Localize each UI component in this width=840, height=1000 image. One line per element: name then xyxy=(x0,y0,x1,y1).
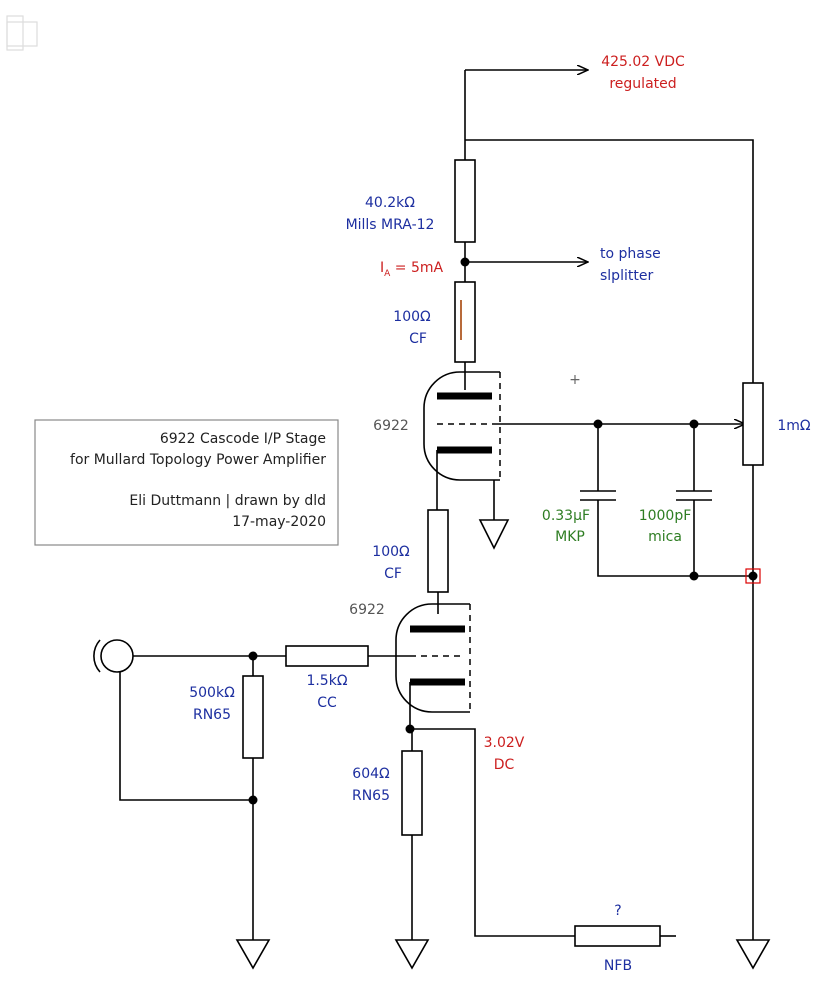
cathode-resistor-value: 604Ω xyxy=(352,766,390,782)
bias-potentiometer[interactable] xyxy=(742,382,764,466)
supply-note-label: regulated xyxy=(609,76,676,92)
anode-resistor-value: 40.2kΩ xyxy=(365,195,415,211)
ground-junction xyxy=(248,795,258,805)
supply-wires xyxy=(464,70,754,383)
title-date: 17-may-2020 xyxy=(232,514,326,530)
cathode-resistor[interactable] xyxy=(401,750,423,836)
grid-stopper-value: 1.5kΩ xyxy=(306,673,347,689)
capacitor-2[interactable] xyxy=(676,424,712,576)
input-jack-icon[interactable] xyxy=(93,639,134,673)
cathode-voltage-type: DC xyxy=(494,757,515,773)
junction-dot xyxy=(689,419,699,429)
anode-resistor-model: Mills MRA-12 xyxy=(346,217,435,233)
nfb-resistor[interactable] xyxy=(574,925,661,947)
supply-voltage-label: 425.02 VDC xyxy=(601,54,685,70)
cathode-voltage-value: 3.02V xyxy=(484,735,525,751)
selection-marker[interactable] xyxy=(745,568,761,584)
anode-current-label: IA = 5mA xyxy=(380,260,443,279)
tube-bottom-label: 6922 xyxy=(349,602,385,618)
tube-top-label: 6922 xyxy=(373,418,409,434)
title-line-1: 6922 Cascode I/P Stage xyxy=(160,431,326,447)
ground-symbol xyxy=(394,939,430,970)
cf-top-type: CF xyxy=(409,331,427,347)
potentiometer-value: 1mΩ xyxy=(777,418,811,434)
title-author: Eli Duttmann | drawn by dld xyxy=(129,493,326,509)
grid-leak-value: 500kΩ xyxy=(189,685,235,701)
nfb-label: NFB xyxy=(604,958,632,974)
cap1-type: MKP xyxy=(555,529,585,545)
cap2-type: mica xyxy=(648,529,682,545)
junction-dot xyxy=(593,419,603,429)
anode-resistor[interactable] xyxy=(454,159,476,243)
svg-text:+: + xyxy=(569,372,581,388)
nfb-value: ? xyxy=(614,903,621,919)
cap2-value: 1000pF xyxy=(639,508,692,524)
cf-resistor-bottom[interactable] xyxy=(427,509,449,593)
grid-stopper-resistor[interactable] xyxy=(285,645,369,667)
cf-bottom-value: 100Ω xyxy=(372,544,410,560)
corner-frame-icon xyxy=(6,15,38,51)
ground-symbol xyxy=(478,519,510,550)
cf-top-value: 100Ω xyxy=(393,309,431,325)
junction-dot xyxy=(689,571,699,581)
ground-symbol xyxy=(235,939,271,970)
grid-leak-type: RN65 xyxy=(193,707,231,723)
tube-top[interactable] xyxy=(423,371,501,481)
phase-out-label: to phase xyxy=(600,246,661,262)
cf-resistor-top[interactable] xyxy=(454,281,476,363)
grid-stopper-type: CC xyxy=(317,695,337,711)
title-line-2: for Mullard Topology Power Amplifier xyxy=(70,452,326,468)
title-block: 6922 Cascode I/P Stage for Mullard Topol… xyxy=(34,419,339,546)
cathode-resistor-type: RN65 xyxy=(352,788,390,804)
cf-bottom-type: CF xyxy=(384,566,402,582)
capacitor-1[interactable] xyxy=(580,424,753,577)
junction-dot xyxy=(748,571,758,581)
grid-leak-resistor[interactable] xyxy=(242,675,264,759)
cap1-value: 0.33μF xyxy=(542,508,590,524)
tube-bottom[interactable] xyxy=(395,603,471,713)
ground-symbol xyxy=(735,939,771,970)
phase-out-label-2: slplitter xyxy=(600,268,653,284)
